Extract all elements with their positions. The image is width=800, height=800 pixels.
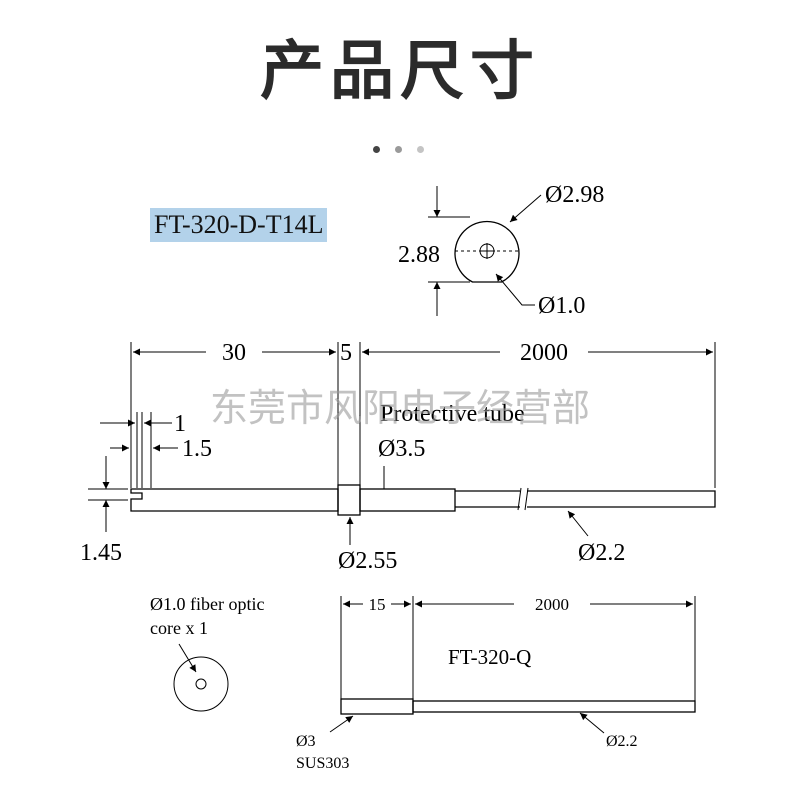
collar: [337, 484, 361, 516]
dim-slot-width: 1: [174, 411, 186, 437]
dim-cable-length: 2000: [520, 340, 568, 366]
model-a-label: FT-320-D-T14L: [150, 208, 328, 242]
protective-tube: [359, 488, 456, 512]
model-b-cable: [412, 700, 696, 713]
page-title: 产品尺寸: [260, 35, 540, 109]
core-diameter-leader: [495, 273, 535, 306]
carousel-pager: [373, 146, 433, 156]
model-b-head: [340, 698, 414, 715]
outer-diameter-label: Ø2.98: [545, 182, 604, 208]
sensor-head-body: [130, 488, 339, 512]
core-note-leader: [178, 643, 197, 673]
b-head-diameter: Ø3: [296, 733, 316, 750]
break-mark-2: [524, 487, 529, 511]
end-view: Ø2.98 2.88 Ø1.0: [398, 182, 604, 319]
b-dim-head-length: 15: [369, 595, 386, 614]
model-b: Ø1.0 fiber optic core x 1 15 2000 FT-320…: [150, 594, 696, 772]
cable-diameter-leader: [567, 510, 589, 537]
b-dim-cable-length: 2000: [535, 595, 569, 614]
collar-diameter-label: Ø2.55: [338, 548, 397, 574]
watermark: 东莞市风阳电子经营部: [210, 386, 590, 430]
cable-end: [527, 490, 716, 508]
model-b-end-view-core: [195, 678, 207, 690]
dim-tip-height: 1.45: [80, 540, 122, 566]
model-b-label: FT-320-Q: [448, 645, 531, 669]
b-head-diameter-leader: [329, 715, 354, 733]
b-cable-diameter-leader: [579, 712, 605, 734]
dim-collar-length: 5: [340, 340, 352, 366]
pager-dot-1[interactable]: [373, 146, 380, 153]
protective-tube-label: Protective tube: [380, 401, 525, 427]
b-head-material: SUS303: [296, 755, 349, 772]
pager-dot-3[interactable]: [417, 146, 424, 153]
outer-diameter-leader: [509, 194, 542, 223]
pager-dot-2[interactable]: [395, 146, 402, 153]
dim-head-length: 30: [222, 340, 246, 366]
core-note-line-2: core x 1: [150, 618, 208, 638]
side-view-a: 30 5 2000 1 1.5 1.45 Protective tube Ø3.…: [80, 340, 716, 574]
core-diameter-label: Ø1.0: [538, 293, 585, 319]
flat-height-label: 2.88: [398, 242, 440, 268]
dim-slot-offset: 1.5: [182, 436, 212, 462]
model-b-end-view-outer: [173, 656, 229, 712]
b-cable-diameter: Ø2.2: [606, 733, 638, 750]
cable-diameter-label: Ø2.2: [578, 540, 625, 566]
break-mark-1: [517, 487, 522, 511]
end-view-outline: [454, 220, 520, 283]
core-note-line-1: Ø1.0 fiber optic: [150, 594, 264, 614]
tube-diameter-label: Ø3.5: [378, 436, 425, 462]
